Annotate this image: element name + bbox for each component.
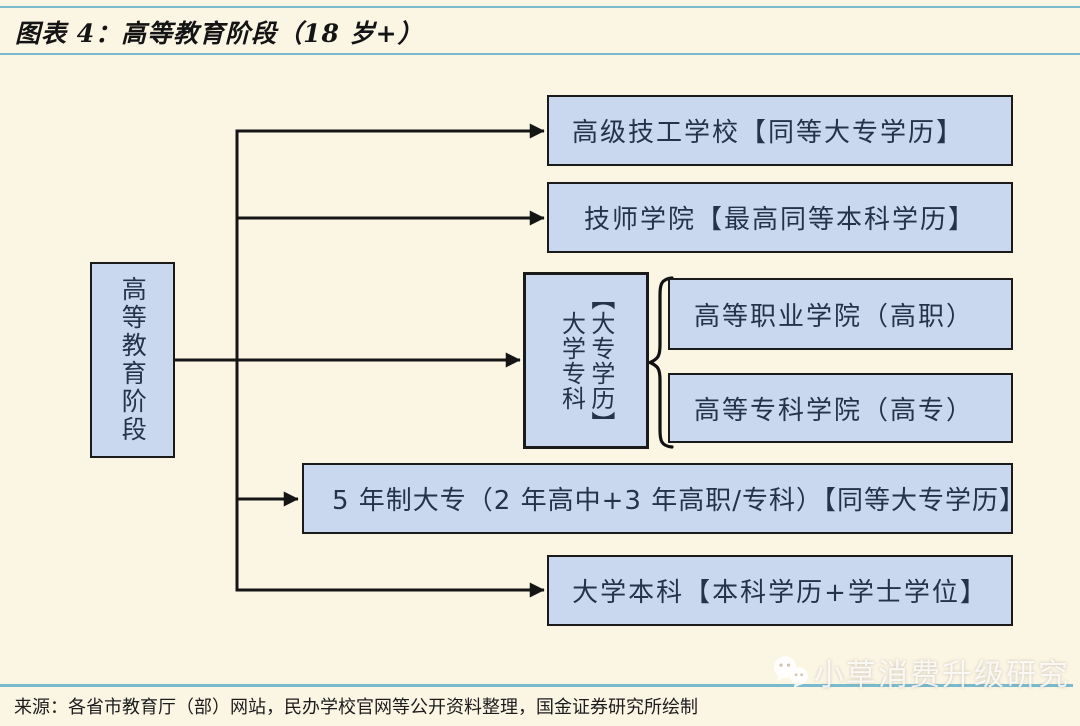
node-higher-specialized-college: 高等专科学院（高专）: [668, 373, 1013, 443]
figure-title: 图表 4：高等教育阶段（18 岁+）: [15, 19, 424, 48]
node-university-undergraduate: 大学本科【本科学历+学士学位】: [547, 555, 1013, 626]
source-note: 来源：各省市教育厅（部）网站，民办学校官网等公开资料整理，国金证券研究所绘制: [14, 697, 698, 718]
node-university-dazhuan: 大学专科 【大专学历】: [523, 272, 649, 449]
node-label: 高等教育阶段: [118, 276, 148, 444]
node-label: 大学本科【本科学历+学士学位】: [572, 578, 988, 608]
watermark: 小草消费升级研究: [770, 646, 1070, 698]
node-higher-education-stage: 高等教育阶段: [90, 262, 175, 458]
node-higher-vocational-college: 高等职业学院（高职）: [668, 278, 1013, 350]
chat-bubbles-logo-icon: [774, 656, 808, 689]
brace: [646, 276, 674, 449]
node-label: 技师学院【最高同等本科学历】: [583, 205, 976, 235]
node-label: 高等职业学院（高职）: [694, 301, 975, 332]
node-label: 高级技工学校【同等大专学历】: [572, 118, 965, 148]
node-senior-technical-school: 高级技工学校【同等大专学历】: [547, 95, 1013, 166]
node-label: 5 年制大专（2 年高中+3 年高职/专科）【同等大专学历】: [332, 486, 1026, 516]
node-technician-college: 技师学院【最高同等本科学历】: [547, 182, 1013, 253]
node-label: 高等专科学院（高专）: [694, 395, 975, 426]
node-label-column-1: 大学专科: [557, 310, 586, 411]
node-five-year-dazhuan: 5 年制大专（2 年高中+3 年高职/专科）【同等大专学历】: [302, 463, 1025, 534]
node-label-column-2: 【大专学历】: [586, 285, 615, 436]
footer-rule: [0, 684, 1073, 687]
title-bottom-rule: [0, 53, 1080, 55]
title-top-rule: [0, 6, 1080, 8]
watermark-text: 小草消费升级研究: [814, 658, 1070, 693]
